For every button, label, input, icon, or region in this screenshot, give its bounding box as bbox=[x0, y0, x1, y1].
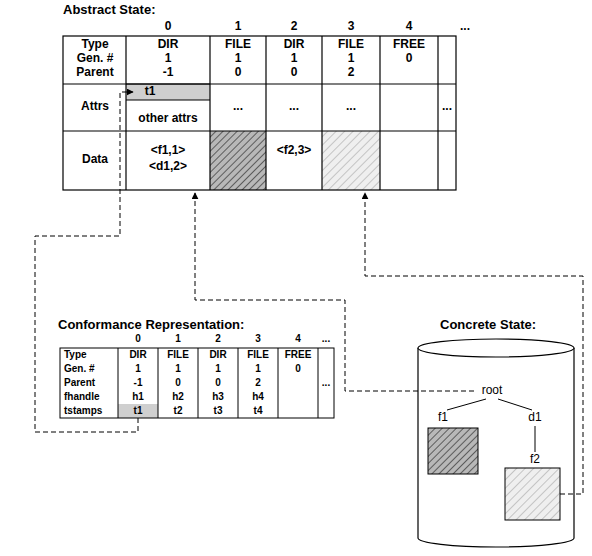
table-cell: t1 bbox=[134, 405, 143, 417]
shaded-cell bbox=[118, 404, 158, 418]
table-cell: Gen. # bbox=[64, 363, 95, 375]
table-cell: 4 bbox=[406, 20, 413, 34]
section-heading: Concrete State: bbox=[440, 318, 536, 333]
conformance-table bbox=[60, 348, 334, 418]
correspondence-lines bbox=[35, 92, 583, 494]
hatched-cell bbox=[322, 131, 380, 190]
table-cell: FREE bbox=[393, 38, 425, 52]
table-cell: h1 bbox=[132, 391, 144, 403]
table-cell: 1 bbox=[175, 333, 181, 345]
table-cell: -1 bbox=[163, 66, 174, 80]
table-cell: Gen. # bbox=[77, 52, 114, 66]
table-cell: 3 bbox=[348, 20, 355, 34]
table-cell: t1 bbox=[145, 85, 156, 99]
file-data-block bbox=[505, 468, 560, 520]
table-cell: 0 bbox=[295, 363, 301, 375]
table-cell: 1 bbox=[215, 363, 221, 375]
table-cell: DIR bbox=[284, 38, 305, 52]
table-cell: ... bbox=[460, 20, 470, 34]
table-cell: t4 bbox=[254, 405, 263, 417]
table-cell: Parent bbox=[76, 66, 113, 80]
table-cell: Type bbox=[64, 349, 87, 361]
table-cell: Attrs bbox=[81, 100, 109, 114]
table-cell: 0 bbox=[175, 377, 181, 389]
table-cell: Type bbox=[81, 38, 108, 52]
table-cell: t3 bbox=[214, 405, 223, 417]
table-cell: Parent bbox=[64, 377, 95, 389]
table-cell: FREE bbox=[285, 349, 312, 361]
table-cell: ... bbox=[289, 100, 299, 114]
abstract-table bbox=[63, 36, 456, 190]
table-cell: other attrs bbox=[138, 112, 197, 126]
table-cell: 2 bbox=[291, 20, 298, 34]
table-cell: tstamps bbox=[64, 405, 102, 417]
table-cell: fhandle bbox=[64, 391, 100, 403]
section-heading: Conformance Representation: bbox=[58, 318, 244, 333]
table-cell: ... bbox=[233, 100, 243, 114]
table-cell: Data bbox=[82, 153, 108, 167]
table-cell: <d1,2> bbox=[149, 160, 187, 174]
table-cell: 0 bbox=[165, 20, 172, 34]
table-cell: 1 bbox=[348, 52, 355, 66]
table-cell: -1 bbox=[134, 377, 143, 389]
table-cell: FILE bbox=[247, 349, 269, 361]
table-cell: DIR bbox=[209, 349, 226, 361]
table-cell: ... bbox=[346, 100, 356, 114]
table-cell: 1 bbox=[165, 52, 172, 66]
tree-entry: f2 bbox=[530, 453, 540, 467]
table-cell: t2 bbox=[174, 405, 183, 417]
tree-entry: f1 bbox=[438, 411, 448, 425]
table-cell: 1 bbox=[235, 20, 242, 34]
table-cell: ... bbox=[322, 377, 330, 389]
table-cell: FILE bbox=[167, 349, 189, 361]
table-cell: ... bbox=[322, 333, 330, 345]
shaded-cell bbox=[126, 84, 210, 100]
table-cell: h3 bbox=[212, 391, 224, 403]
table-cell: 4 bbox=[295, 333, 301, 345]
table-cell: FILE bbox=[225, 38, 251, 52]
table-cell: 1 bbox=[291, 52, 298, 66]
table-cell: 2 bbox=[255, 377, 261, 389]
table-cell: 2 bbox=[348, 66, 355, 80]
table-cell: 1 bbox=[175, 363, 181, 375]
table-cell: 0 bbox=[215, 377, 221, 389]
disk-cylinder bbox=[418, 339, 574, 547]
table-cell: 1 bbox=[235, 52, 242, 66]
table-cell: 2 bbox=[215, 333, 221, 345]
table-cell: DIR bbox=[158, 38, 179, 52]
table-cell: DIR bbox=[129, 349, 146, 361]
table-cell: 1 bbox=[135, 363, 141, 375]
table-cell: h2 bbox=[172, 391, 184, 403]
section-heading: Abstract State: bbox=[63, 3, 155, 18]
table-cell: 1 bbox=[255, 363, 261, 375]
hatched-cell bbox=[210, 131, 266, 190]
tree-entry: root bbox=[482, 384, 503, 398]
table-cell: FILE bbox=[338, 38, 364, 52]
file-data-block bbox=[428, 428, 478, 474]
table-cell: <f2,3> bbox=[277, 144, 312, 158]
table-cell: 0 bbox=[235, 66, 242, 80]
table-cell: h4 bbox=[252, 391, 264, 403]
table-cell: 0 bbox=[291, 66, 298, 80]
table-cell: 0 bbox=[135, 333, 141, 345]
table-cell: 3 bbox=[255, 333, 261, 345]
table-cell: 0 bbox=[406, 52, 413, 66]
table-cell: ... bbox=[442, 100, 452, 114]
table-cell: <f1,1> bbox=[151, 144, 186, 158]
tree-entry: d1 bbox=[528, 411, 541, 425]
